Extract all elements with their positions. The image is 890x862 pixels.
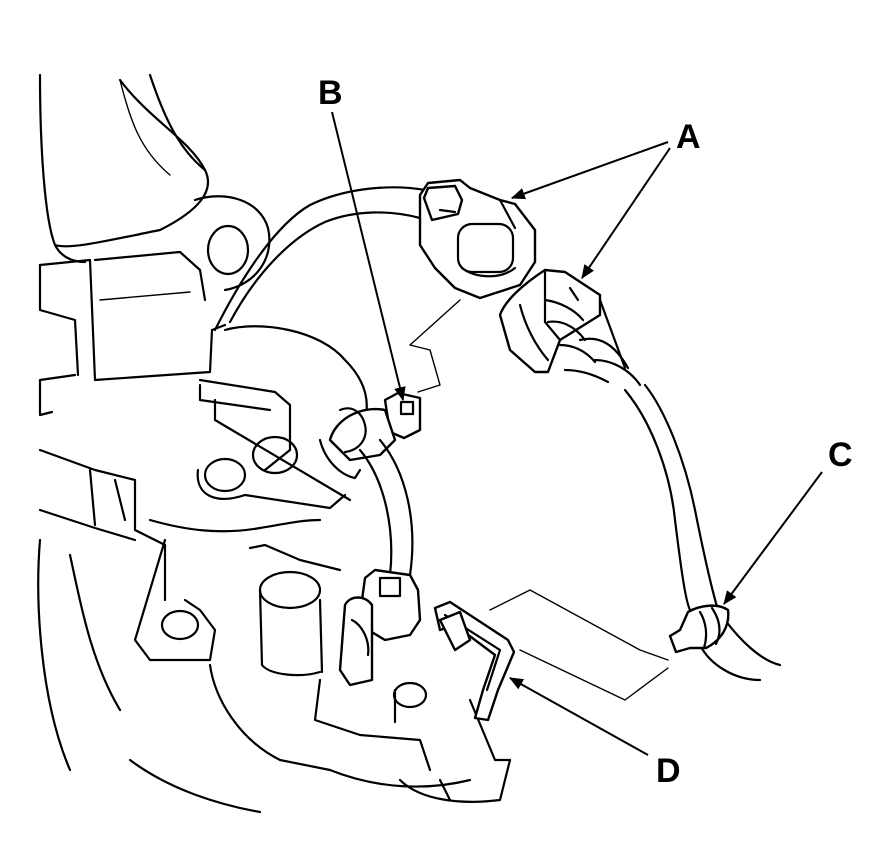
arrow-a-lower: [581, 147, 671, 279]
connector-a-female: [418, 178, 537, 300]
arrow-d: [508, 677, 649, 756]
label-a: A: [676, 118, 701, 156]
callout-outline: [409, 299, 669, 701]
harness-clip-c: [668, 604, 730, 654]
harness-cable-upper: [213, 186, 427, 332]
bracket-d: [433, 600, 516, 722]
connector-b: [318, 391, 422, 480]
connector-d-plug: [338, 568, 422, 687]
arrow-b: [331, 111, 406, 402]
label-c: C: [828, 436, 853, 474]
harness-cable-lower: [623, 383, 782, 682]
engine-housing: [37, 73, 512, 814]
connector-a-male: [498, 268, 642, 387]
harness-cable-middle: [358, 438, 414, 577]
label-b: B: [318, 74, 343, 112]
leader-arrows: [331, 111, 823, 756]
label-d: D: [656, 752, 681, 790]
arrow-a-upper: [510, 141, 669, 200]
arrow-c: [723, 471, 823, 605]
